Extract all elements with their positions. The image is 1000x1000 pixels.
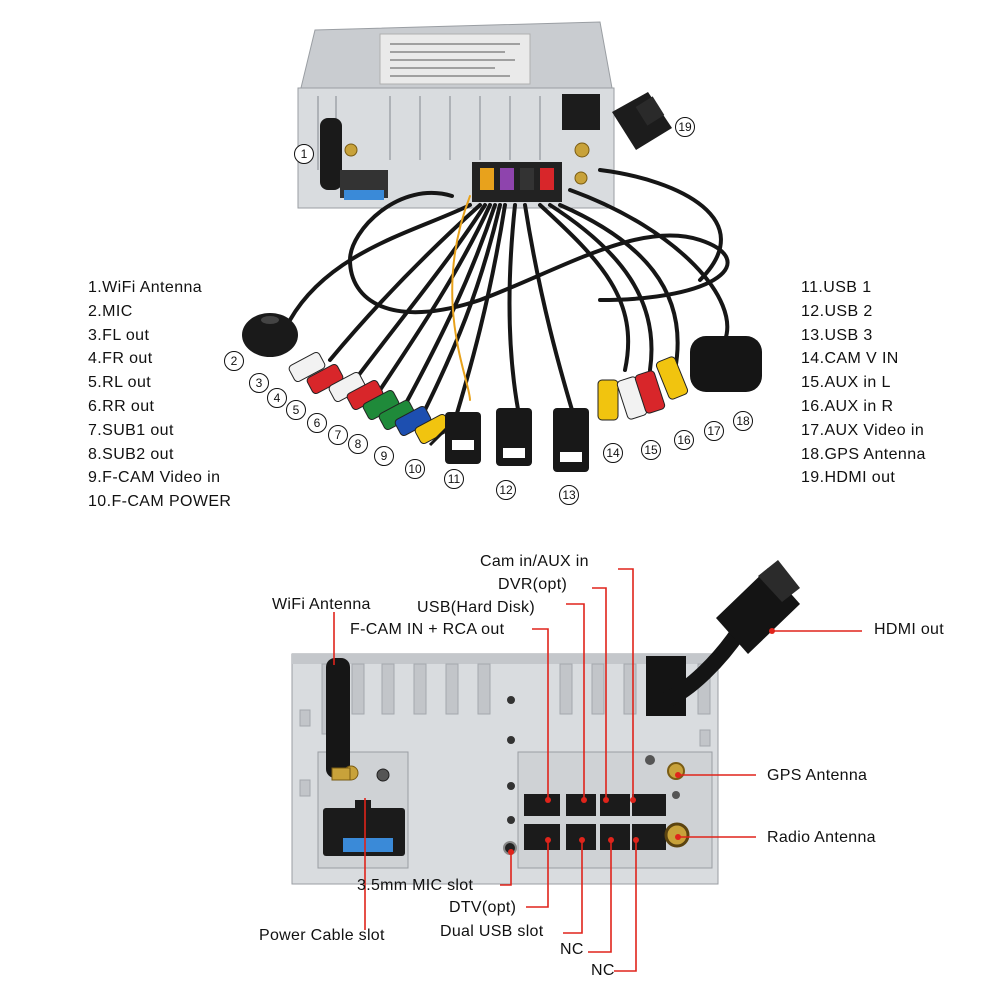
top-chassis [297, 21, 672, 209]
marker-7: 7 [328, 425, 348, 445]
legend-item: 11.USB 1 [801, 279, 872, 296]
legend-item: 12.USB 2 [801, 302, 873, 320]
mic-puck [242, 313, 298, 357]
callout-usb-hard-disk: USB(Hard Disk) [417, 599, 535, 616]
callout-dvr: DVR(opt) [498, 576, 568, 593]
callout-gps: GPS Antenna [767, 767, 868, 784]
gps-puck [690, 336, 762, 392]
legend-item: 3.FL out [88, 326, 150, 344]
callout-lines [333, 568, 862, 972]
callout-nc-2: NC [591, 962, 615, 979]
legend-item: 17.AUX Video in [801, 421, 925, 439]
callout-cam-aux: Cam in/AUX in [480, 553, 589, 570]
callout-hdmi: HDMI out [874, 621, 944, 638]
marker-13: 13 [559, 485, 579, 505]
legend-item: 18.GPS Antenna [801, 445, 926, 463]
legend-left: 1.WiFi Antenna 2.MIC 3.FL out 4.FR out 5… [88, 276, 231, 514]
marker-17: 17 [704, 421, 724, 441]
legend-item: 4.FR out [88, 350, 153, 368]
marker-14: 14 [603, 443, 623, 463]
marker-9: 9 [374, 446, 394, 466]
callout-power: Power Cable slot [259, 927, 385, 944]
wifi-antenna [326, 658, 350, 778]
callout-fcam-rca: F-CAM IN + RCA out [350, 621, 505, 638]
callout-dtv: DTV(opt) [449, 899, 517, 916]
marker-4: 4 [267, 388, 287, 408]
callout-radio: Radio Antenna [767, 829, 876, 846]
marker-12: 12 [496, 480, 516, 500]
connector-block-array [524, 794, 666, 850]
marker-5: 5 [286, 400, 306, 420]
marker-19: 19 [675, 117, 695, 137]
marker-15: 15 [641, 440, 661, 460]
callout-wifi: WiFi Antenna [272, 596, 371, 613]
marker-3: 3 [249, 373, 269, 393]
legend-item: 5.RL out [88, 374, 152, 392]
legend-item: 19.HDMI out [801, 469, 896, 487]
legend-item: 2.MIC [88, 302, 133, 320]
legend-item: 10.F-CAM POWER [88, 493, 232, 511]
top-unit-illustration [242, 21, 762, 472]
callout-dual-usb: Dual USB slot [440, 923, 544, 940]
legend-item: 6.RR out [88, 397, 155, 415]
rca-plugs-right [597, 356, 689, 421]
marker-11: 11 [444, 469, 464, 489]
callout-mic-slot: 3.5mm MIC slot [357, 877, 474, 894]
legend-item: 9.F-CAM Video in [88, 469, 221, 487]
hdmi-cable [646, 560, 800, 716]
marker-8: 8 [348, 434, 368, 454]
legend-item: 13.USB 3 [801, 326, 873, 344]
legend-item: 14.CAM V IN [801, 350, 899, 368]
bottom-unit-illustration [291, 560, 862, 972]
cable-harness [288, 168, 730, 422]
marker-18: 18 [733, 411, 753, 431]
marker-2: 2 [224, 351, 244, 371]
marker-10: 10 [405, 459, 425, 479]
callout-nc-1: NC [560, 941, 584, 958]
legend-item: 16.AUX in R [801, 397, 894, 415]
legend-item: 7.SUB1 out [88, 421, 174, 439]
marker-6: 6 [307, 413, 327, 433]
legend-right: 11.USB 1 12.USB 2 13.USB 3 14.CAM V IN 1… [801, 276, 926, 490]
marker-1: 1 [294, 144, 314, 164]
legend-item: 15.AUX in L [801, 374, 891, 392]
marker-16: 16 [674, 430, 694, 450]
rca-plugs-left [288, 351, 452, 445]
legend-item: 8.SUB2 out [88, 445, 174, 463]
usb-plugs [445, 408, 589, 472]
legend-item: 1.WiFi Antenna [88, 279, 203, 296]
